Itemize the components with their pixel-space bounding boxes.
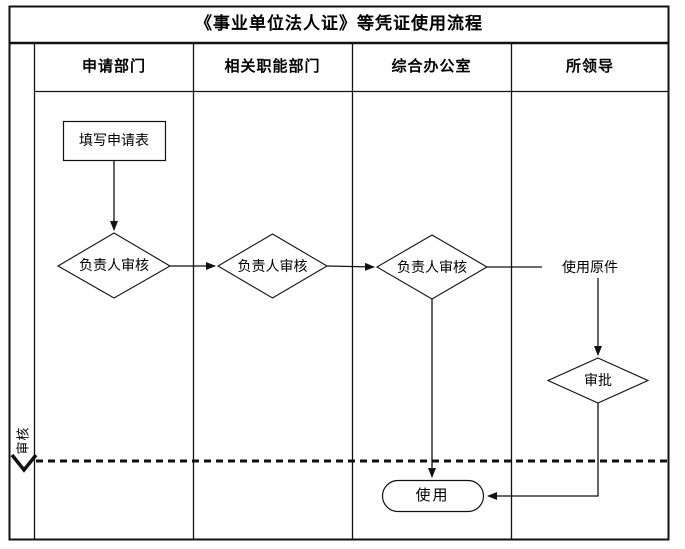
lane-header-applying-department: 申请部门 <box>81 58 146 76</box>
lane-header-institute-leaders: 所领导 <box>565 58 614 76</box>
decision-label-review-2: 负责人审核 <box>237 257 308 274</box>
label-use-original: 使用原件 <box>542 256 638 278</box>
phase-down-chevron-icon <box>10 453 38 473</box>
side-phase-label-text: 审核 <box>15 425 31 455</box>
decision-label-review-3: 负责人审核 <box>397 258 467 275</box>
lane-header-functional-departments: 相关职能部门 <box>224 58 321 76</box>
terminator-use <box>381 479 485 513</box>
flowchart-title: 《事业单位法人证》等凭证使用流程 <box>195 14 483 34</box>
decision-diamond-review-1 <box>56 232 172 299</box>
process-box-fill-form <box>62 120 167 162</box>
side-phase-label-review: 审核 <box>8 422 36 458</box>
outer-border <box>8 5 670 541</box>
decision-diamond-review-2 <box>216 233 329 299</box>
decision-label-approve: 审批 <box>584 372 612 389</box>
arrow-approve-to-use <box>487 403 599 500</box>
process-label-fill-form: 填写申请表 <box>79 132 149 149</box>
lane-header-general-office: 综合办公室 <box>391 58 472 76</box>
arrow-review2-to-review3 <box>326 262 375 271</box>
decision-label-review-1: 负责人审核 <box>79 257 149 274</box>
terminator-label-use: 使用 <box>415 486 450 504</box>
